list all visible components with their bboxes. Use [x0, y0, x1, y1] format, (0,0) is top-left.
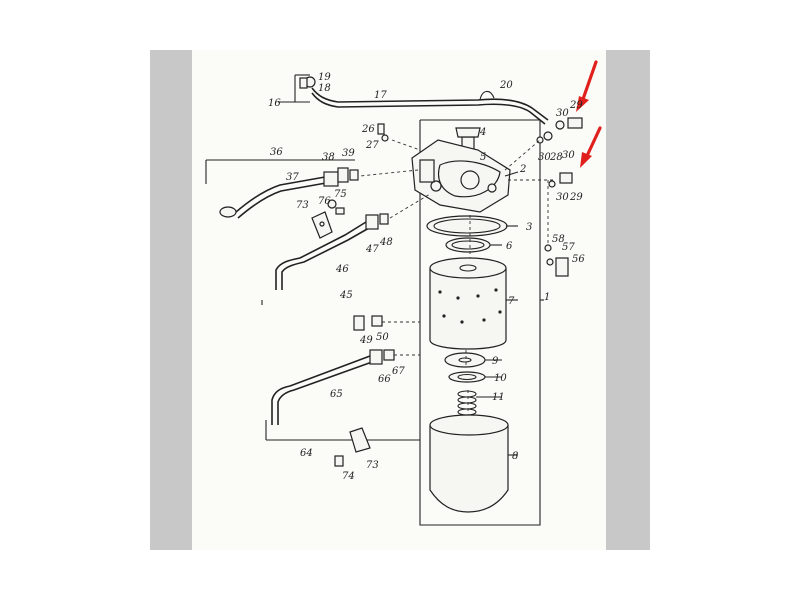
label-36: 36 — [270, 147, 283, 158]
left-gray-margin — [150, 50, 192, 550]
label-48: 48 — [379, 237, 393, 248]
banjo-49-50 — [353, 315, 383, 331]
label-6: 6 — [506, 241, 513, 252]
label-3: 3 — [526, 222, 532, 233]
right-gray-margin — [606, 50, 650, 550]
label-18: 18 — [318, 83, 331, 94]
label-74: 74 — [342, 471, 355, 482]
diagram-sheet — [192, 50, 606, 550]
label-16: 16 — [268, 98, 281, 109]
bolt-26-27 — [377, 123, 389, 142]
label-11: 11 — [492, 392, 505, 403]
label-56: 56 — [572, 254, 585, 265]
label-30-upper: 30 — [556, 108, 569, 119]
label-9: 9 — [492, 356, 499, 367]
banjo-bolt-28-29-30-upper — [536, 117, 583, 144]
label-39: 39 — [342, 148, 355, 159]
bracket-73-lower — [334, 427, 371, 467]
label-57: 57 — [562, 242, 575, 253]
fittings-38-39 — [337, 167, 359, 183]
label-76: 76 — [318, 196, 331, 207]
spring-11 — [457, 390, 477, 416]
label-5: 5 — [480, 152, 486, 163]
pipe-65 — [265, 349, 420, 441]
label-30-mid: 30 — [538, 152, 551, 163]
bracket-73-upper — [311, 211, 333, 239]
filter-element-7 — [429, 257, 507, 350]
label-20: 20 — [499, 80, 513, 91]
label-73-upper: 73 — [296, 200, 309, 211]
banjo-bolt-29-30-lower — [548, 172, 573, 188]
label-30-right: 30 — [562, 150, 575, 161]
label-29-upper: 29 — [569, 100, 583, 111]
label-50: 50 — [376, 332, 389, 343]
label-1: 1 — [544, 292, 550, 303]
label-64: 64 — [300, 448, 313, 459]
label-75: 75 — [334, 189, 347, 200]
label-46: 46 — [335, 264, 349, 275]
pipe-37 — [205, 159, 355, 219]
label-47: 47 — [365, 244, 379, 255]
red-arrow-upper — [576, 60, 598, 112]
label-66: 66 — [378, 374, 391, 385]
washer-10 — [448, 371, 486, 383]
label-27: 27 — [365, 140, 379, 151]
label-4: 4 — [479, 127, 486, 138]
label-7: 7 — [508, 296, 515, 307]
leader-lines — [476, 171, 544, 456]
assembly-guides — [359, 139, 555, 367]
pipe-46 — [261, 213, 389, 305]
label-17: 17 — [374, 90, 387, 101]
label-8: 8 — [512, 451, 518, 462]
red-arrow-lower — [580, 126, 602, 168]
assembly-bracket-1 — [419, 119, 541, 526]
label-28: 28 — [549, 152, 563, 163]
bowl-8 — [429, 390, 509, 513]
label-10: 10 — [494, 373, 507, 384]
label-30-lower: 30 — [556, 192, 569, 203]
label-26: 26 — [361, 124, 375, 135]
nut-75-76 — [327, 199, 345, 215]
label-45: 45 — [339, 290, 353, 301]
washer-9 — [444, 352, 486, 368]
filter-head — [411, 127, 511, 213]
top-pipe — [278, 74, 549, 125]
label-29-lower: 29 — [569, 192, 583, 203]
label-58: 58 — [552, 234, 565, 245]
label-49: 49 — [359, 335, 373, 346]
label-73-lower: 73 — [366, 460, 379, 471]
label-67: 67 — [392, 366, 405, 377]
label-2: 2 — [519, 164, 526, 175]
bolt-56-57-58 — [544, 244, 569, 277]
label-37: 37 — [286, 172, 299, 183]
label-38: 38 — [322, 152, 335, 163]
ring-6 — [445, 237, 491, 253]
label-19: 19 — [318, 72, 331, 83]
label-65: 65 — [330, 389, 343, 400]
